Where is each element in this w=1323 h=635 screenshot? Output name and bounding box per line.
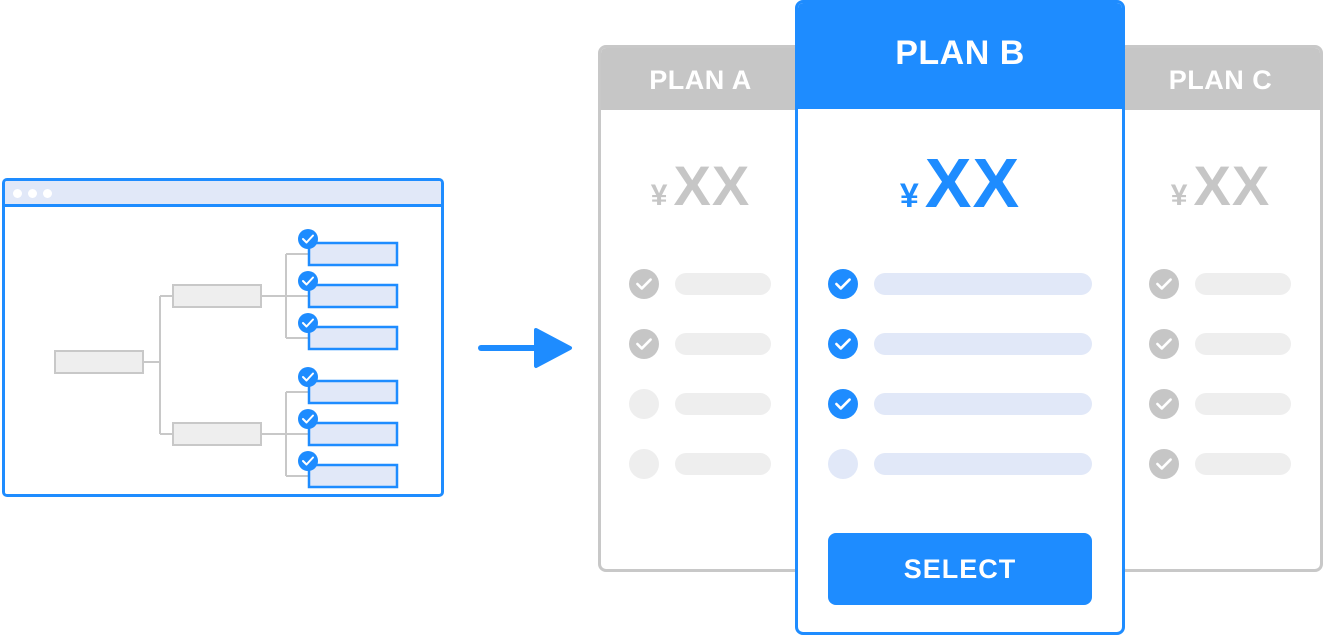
checkmark-icon (835, 278, 851, 290)
leaf-check-icon (298, 409, 318, 429)
feature-row (828, 269, 1092, 299)
browser-title-bar (5, 181, 441, 207)
feature-placeholder-line (874, 393, 1092, 415)
checkmark-icon (302, 414, 314, 424)
tree-leaf-node (307, 379, 399, 405)
feature-placeholder-line (1195, 273, 1291, 295)
leaf-check-icon (298, 313, 318, 333)
tree-leaf-node (307, 283, 399, 309)
checkmark-icon (302, 276, 314, 286)
feature-row (1149, 269, 1291, 299)
feature-row (828, 449, 1092, 479)
tree-diagram (54, 229, 399, 489)
tree-leaf-node (307, 241, 399, 267)
plan-price: ¥ XX (1121, 153, 1320, 218)
feature-empty-icon (629, 389, 659, 419)
checkmark-icon (302, 372, 314, 382)
feature-placeholder-line (675, 273, 771, 295)
feature-empty-icon (828, 449, 858, 479)
currency-symbol: ¥ (899, 177, 919, 215)
checkmark-icon (1156, 458, 1172, 470)
currency-symbol: ¥ (650, 179, 668, 212)
tree-leaf-node (307, 463, 399, 489)
checkmark-icon (636, 278, 652, 290)
plan-name: PLAN B (798, 3, 1122, 109)
plan-price: ¥ XX (798, 143, 1122, 223)
plan-price: ¥ XX (601, 153, 800, 218)
checkmark-icon (1156, 278, 1172, 290)
browser-window (2, 178, 444, 497)
currency-symbol: ¥ (1170, 179, 1188, 212)
feature-placeholder-line (874, 333, 1092, 355)
feature-placeholder-line (1195, 453, 1291, 475)
leaf-check-icon (298, 367, 318, 387)
checkmark-icon (1156, 338, 1172, 350)
feature-check-icon (828, 389, 858, 419)
feature-placeholder-line (675, 393, 771, 415)
feature-row (629, 449, 771, 479)
leaf-check-icon (298, 229, 318, 249)
checkmark-icon (835, 398, 851, 410)
price-amount: XX (1193, 154, 1271, 217)
plan-card-c[interactable]: PLAN C ¥ XX (1118, 45, 1323, 572)
checkmark-icon (302, 234, 314, 244)
select-button[interactable]: SELECT (828, 533, 1092, 605)
feature-check-icon (629, 329, 659, 359)
feature-row (1149, 449, 1291, 479)
arrow-right-icon (478, 328, 572, 368)
checkmark-icon (302, 456, 314, 466)
leaf-check-icon (298, 271, 318, 291)
feature-empty-icon (629, 449, 659, 479)
feature-placeholder-line (874, 453, 1092, 475)
plan-name: PLAN A (601, 48, 800, 110)
tree-branch-node (172, 422, 262, 446)
window-dot-icon (28, 189, 37, 198)
window-dot-icon (43, 189, 52, 198)
feature-row (629, 389, 771, 419)
checkmark-icon (636, 338, 652, 350)
tree-root-node (54, 350, 144, 374)
feature-placeholder-line (675, 453, 771, 475)
price-amount: XX (924, 144, 1021, 222)
tree-branch-node (172, 284, 262, 308)
plan-name: PLAN C (1121, 48, 1320, 110)
feature-row (1149, 389, 1291, 419)
checkmark-icon (302, 318, 314, 328)
checkmark-icon (1156, 398, 1172, 410)
feature-row (1149, 329, 1291, 359)
feature-row (828, 329, 1092, 359)
feature-placeholder-line (1195, 393, 1291, 415)
feature-check-icon (1149, 389, 1179, 419)
feature-check-icon (1149, 329, 1179, 359)
checkmark-icon (835, 338, 851, 350)
feature-placeholder-line (874, 273, 1092, 295)
plan-card-a[interactable]: PLAN A ¥ XX (598, 45, 803, 572)
tree-leaf-node (307, 325, 399, 351)
feature-row (629, 269, 771, 299)
leaf-check-icon (298, 451, 318, 471)
feature-row (828, 389, 1092, 419)
feature-placeholder-line (675, 333, 771, 355)
tree-leaf-node (307, 421, 399, 447)
feature-placeholder-line (1195, 333, 1291, 355)
feature-check-icon (1149, 269, 1179, 299)
plan-card-b[interactable]: PLAN B ¥ XX SELECT (795, 0, 1125, 635)
feature-check-icon (1149, 449, 1179, 479)
feature-check-icon (629, 269, 659, 299)
feature-row (629, 329, 771, 359)
window-dot-icon (13, 189, 22, 198)
feature-check-icon (828, 269, 858, 299)
feature-check-icon (828, 329, 858, 359)
price-amount: XX (673, 154, 751, 217)
